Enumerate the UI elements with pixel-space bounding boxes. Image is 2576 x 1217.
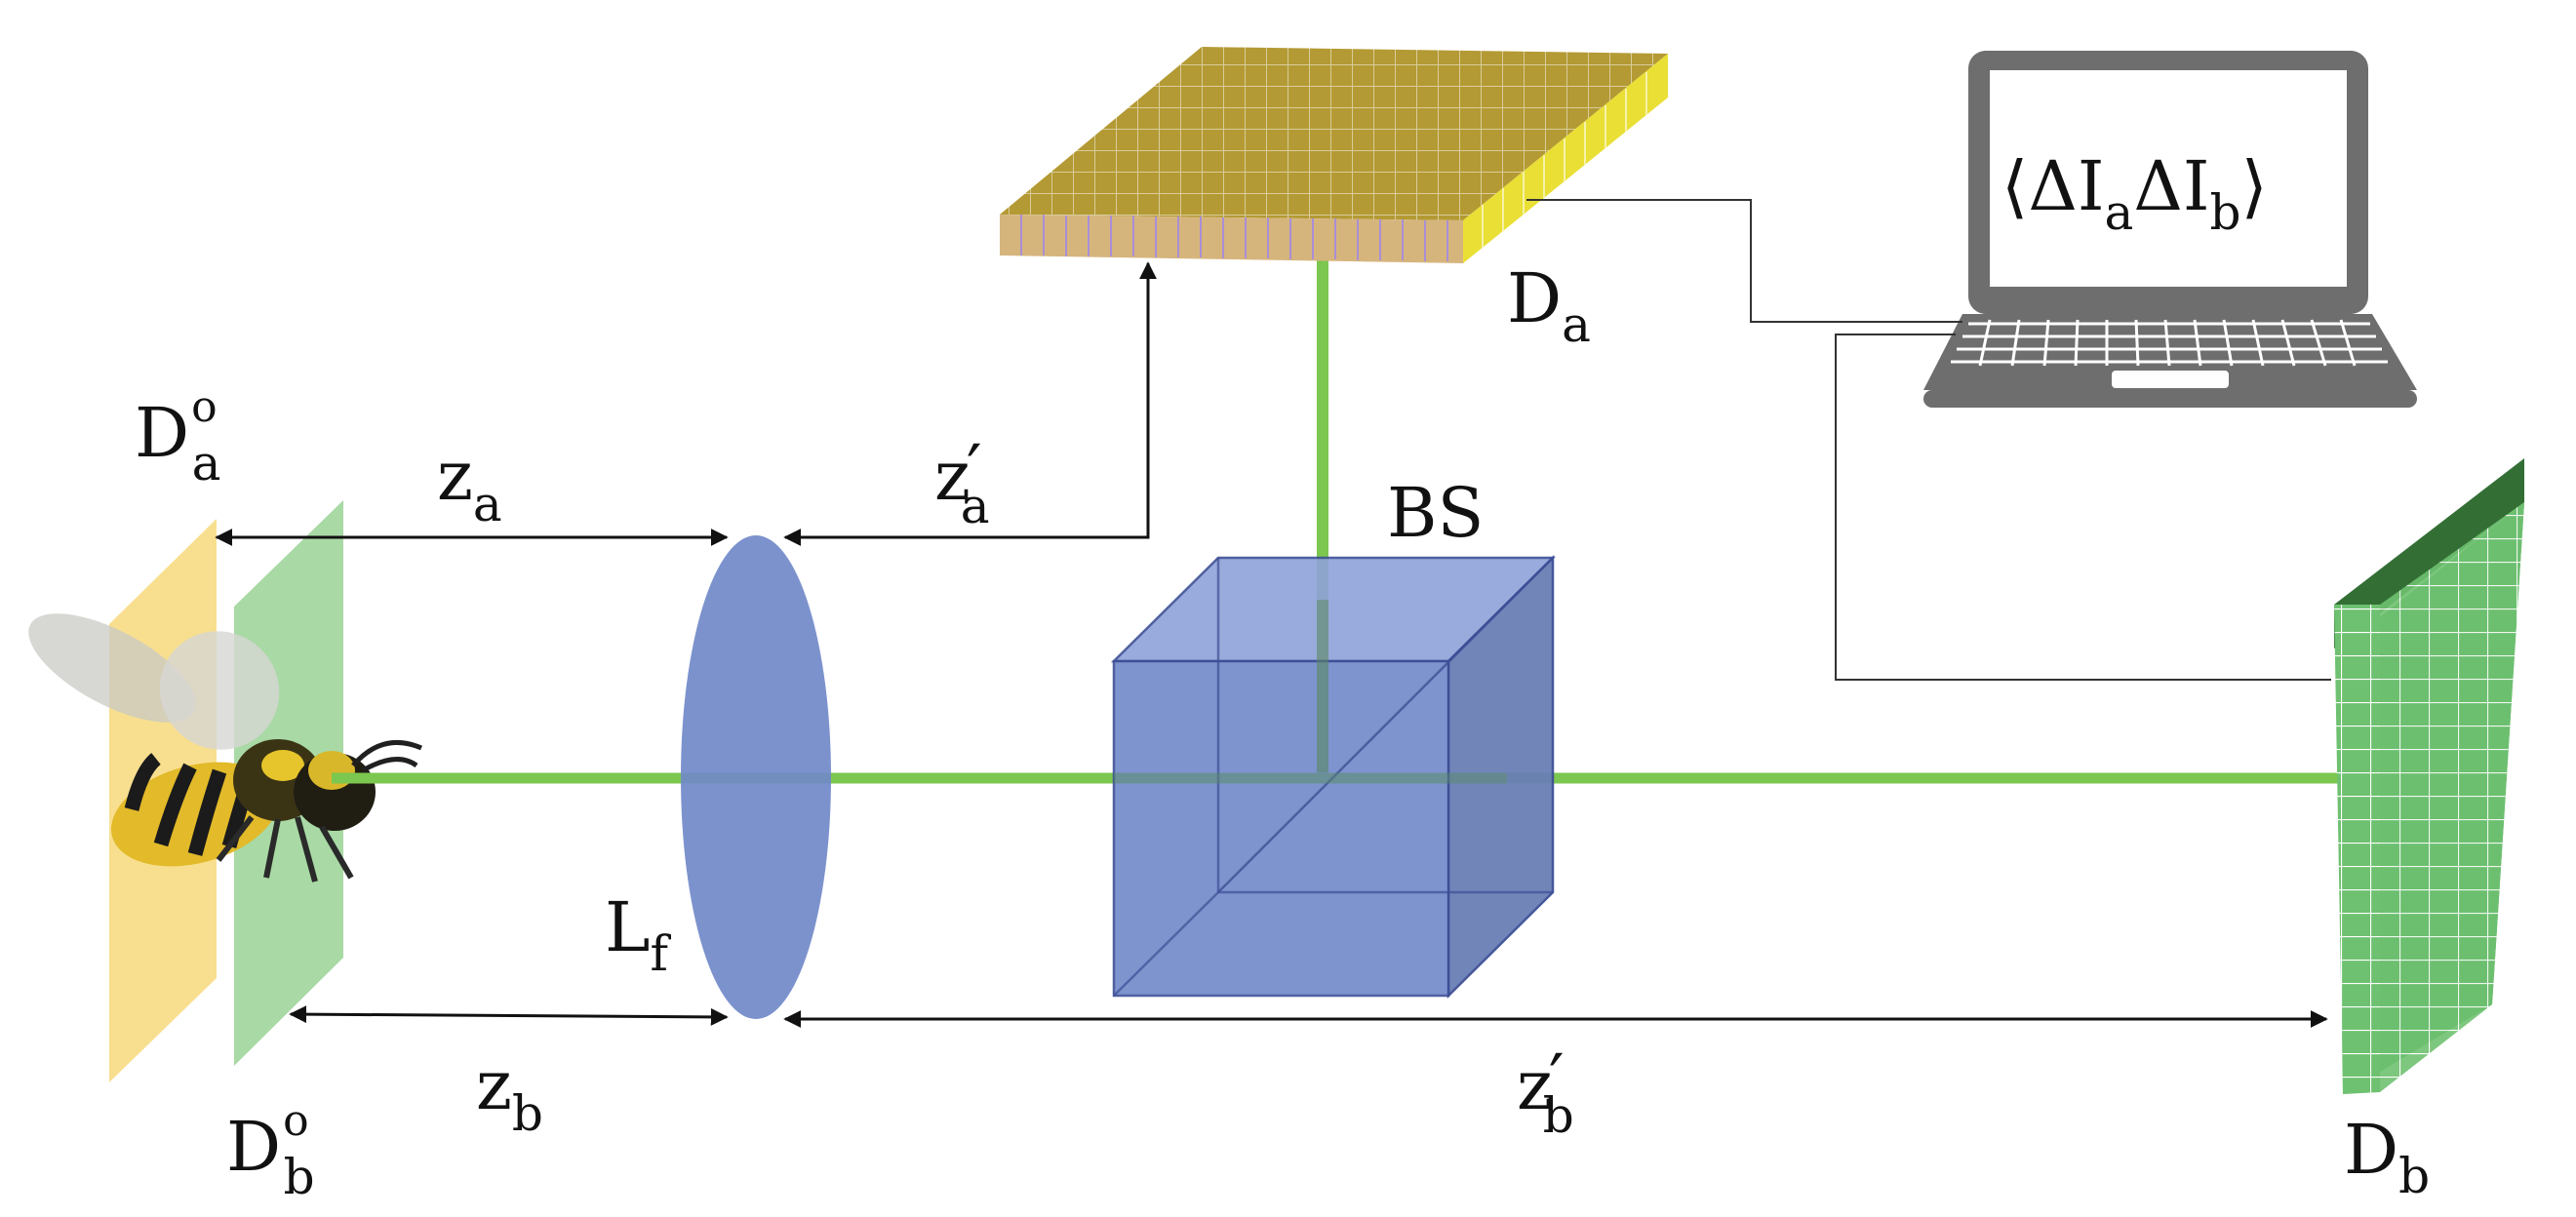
detector-b bbox=[2334, 458, 2524, 1094]
label-detector-a: Da bbox=[1507, 258, 1591, 353]
dimension-arrows bbox=[215, 261, 2328, 1028]
label-za: za bbox=[437, 436, 502, 532]
label-lens: Lf bbox=[605, 887, 671, 982]
cable-db-laptop bbox=[1835, 334, 2331, 681]
label-zb-prime: z′b bbox=[1517, 1040, 1574, 1144]
label-zb: zb bbox=[476, 1045, 543, 1142]
focusing-lens bbox=[681, 535, 831, 1019]
arrow-za-prime bbox=[783, 261, 1157, 546]
cable-da-laptop bbox=[1526, 199, 1962, 323]
arrow-zb bbox=[289, 1005, 729, 1026]
label-za-prime: z′a bbox=[934, 430, 990, 534]
label-beam-splitter: BS bbox=[1387, 473, 1484, 553]
beam-splitter-cube bbox=[1110, 555, 1557, 999]
label-detector-b: Db bbox=[2344, 1110, 2430, 1204]
laptop-correlation-formula: ⟨ΔIaΔIb⟩ bbox=[2001, 146, 2268, 241]
bee-object bbox=[28, 613, 422, 883]
laptop-icon bbox=[1923, 51, 2417, 408]
detector-a bbox=[1000, 47, 1668, 263]
